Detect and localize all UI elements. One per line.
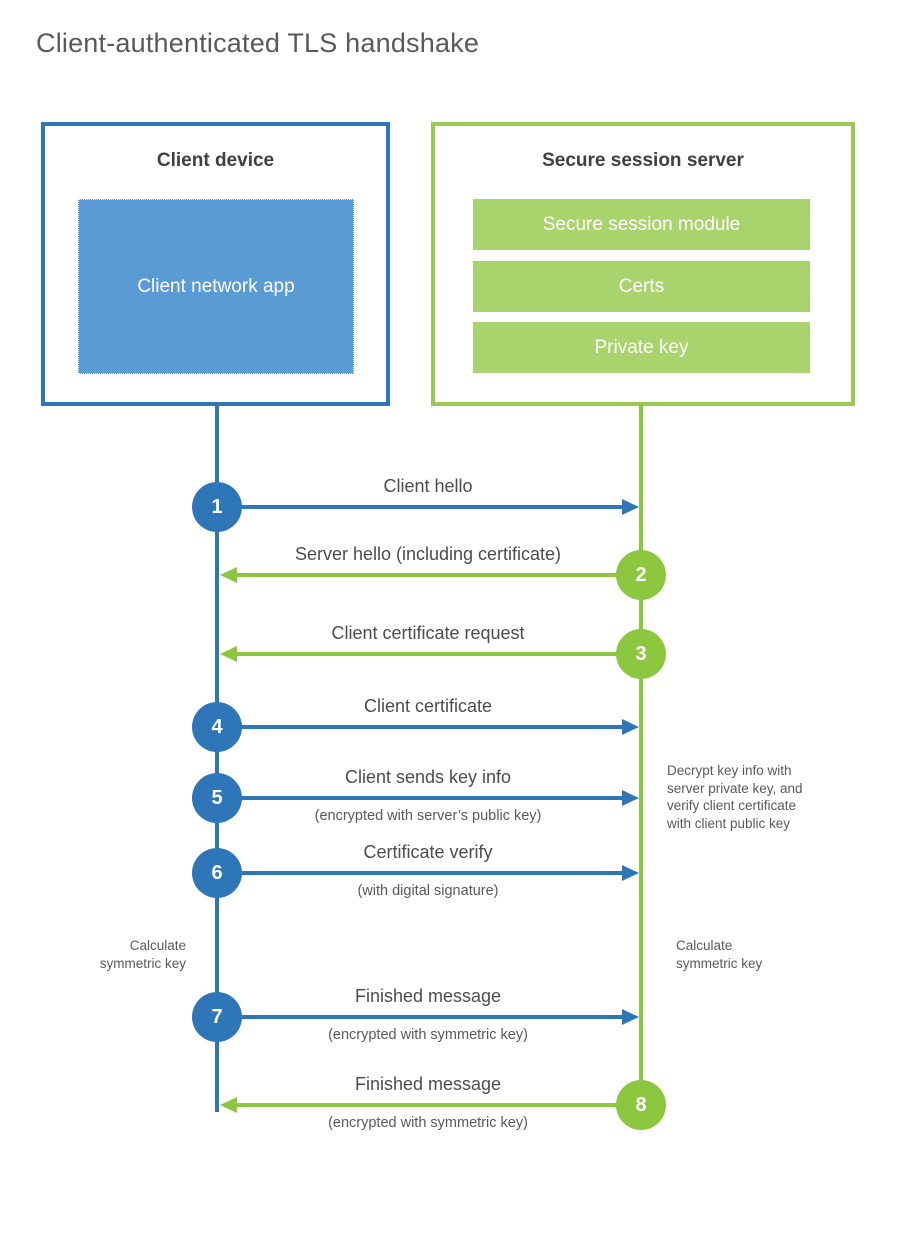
arrowhead-right-icon <box>622 1009 639 1025</box>
decrypt-note-line: Decrypt key info with <box>667 763 792 778</box>
arrowhead-right-icon <box>622 499 639 515</box>
client-device-title: Client device <box>156 150 275 171</box>
arrowhead-right-icon <box>622 865 639 881</box>
arrow-client-certificate-request <box>236 652 641 656</box>
step-6-label: Certificate verify <box>363 842 493 862</box>
step-4-label: Client certificate <box>363 696 493 716</box>
arrowhead-left-icon <box>220 1097 237 1113</box>
step-5-badge: 5 <box>192 773 242 823</box>
step-2-badge: 2 <box>616 550 666 600</box>
step-5-sublabel: (encrypted with server’s public key) <box>314 808 542 824</box>
step-3-badge: 3 <box>616 629 666 679</box>
arrowhead-right-icon <box>622 790 639 806</box>
secure-session-module-bar: Secure session module <box>473 199 810 250</box>
decrypt-note-line: with client public key <box>667 815 791 831</box>
arrow-finished-message-server <box>236 1103 641 1107</box>
certs-bar: Certs <box>473 261 810 312</box>
step-2-label: Server hello (including certificate) <box>294 544 562 564</box>
calc-note-line: symmetric key <box>99 955 186 971</box>
arrow-client-hello <box>217 505 622 509</box>
decrypt-note-line: verify client certificate <box>667 798 797 813</box>
page-title: Client-authenticated TLS handshake <box>36 28 480 58</box>
step-8-label: Finished message <box>354 1074 502 1094</box>
calc-note-line: Calculate <box>129 938 186 953</box>
calc-note-line: Calculate <box>676 938 733 953</box>
arrowhead-left-icon <box>220 646 237 662</box>
step-1-label: Client hello <box>383 476 473 496</box>
step-7-sublabel: (encrypted with symmetric key) <box>328 1027 528 1043</box>
step-8-badge: 8 <box>616 1080 666 1130</box>
calculate-symmetric-key-note-client: Calculate symmetric key <box>56 937 186 972</box>
step-6-sublabel: (with digital signature) <box>357 883 499 899</box>
step-4-badge: 4 <box>192 702 242 752</box>
step-3-label: Client certificate request <box>331 623 525 643</box>
step-6-badge: 6 <box>192 848 242 898</box>
server-lifeline <box>639 404 643 1105</box>
client-lifeline <box>215 404 219 1112</box>
arrow-client-sends-key-info <box>217 796 622 800</box>
arrow-finished-message-client <box>217 1015 622 1019</box>
client-network-app-box: Client network app <box>78 199 354 374</box>
step-5-label: Client sends key info <box>344 767 512 787</box>
arrow-server-hello <box>236 573 641 577</box>
step-7-label: Finished message <box>354 986 502 1006</box>
calc-note-line: symmetric key <box>676 955 763 971</box>
arrow-client-certificate <box>217 725 622 729</box>
arrowhead-right-icon <box>622 719 639 735</box>
decrypt-note-line: server private key, and <box>667 780 803 796</box>
arrow-certificate-verify <box>217 871 622 875</box>
arrowhead-left-icon <box>220 567 237 583</box>
step-8-sublabel: (encrypted with symmetric key) <box>328 1115 528 1131</box>
secure-session-server-title: Secure session server <box>542 150 744 171</box>
step-1-badge: 1 <box>192 482 242 532</box>
client-network-app-label: Client network app <box>137 275 295 297</box>
decrypt-key-note: Decrypt key info with server private key… <box>667 762 842 832</box>
calculate-symmetric-key-note-server: Calculate symmetric key <box>676 937 806 972</box>
step-7-badge: 7 <box>192 992 242 1042</box>
private-key-bar: Private key <box>473 322 810 373</box>
